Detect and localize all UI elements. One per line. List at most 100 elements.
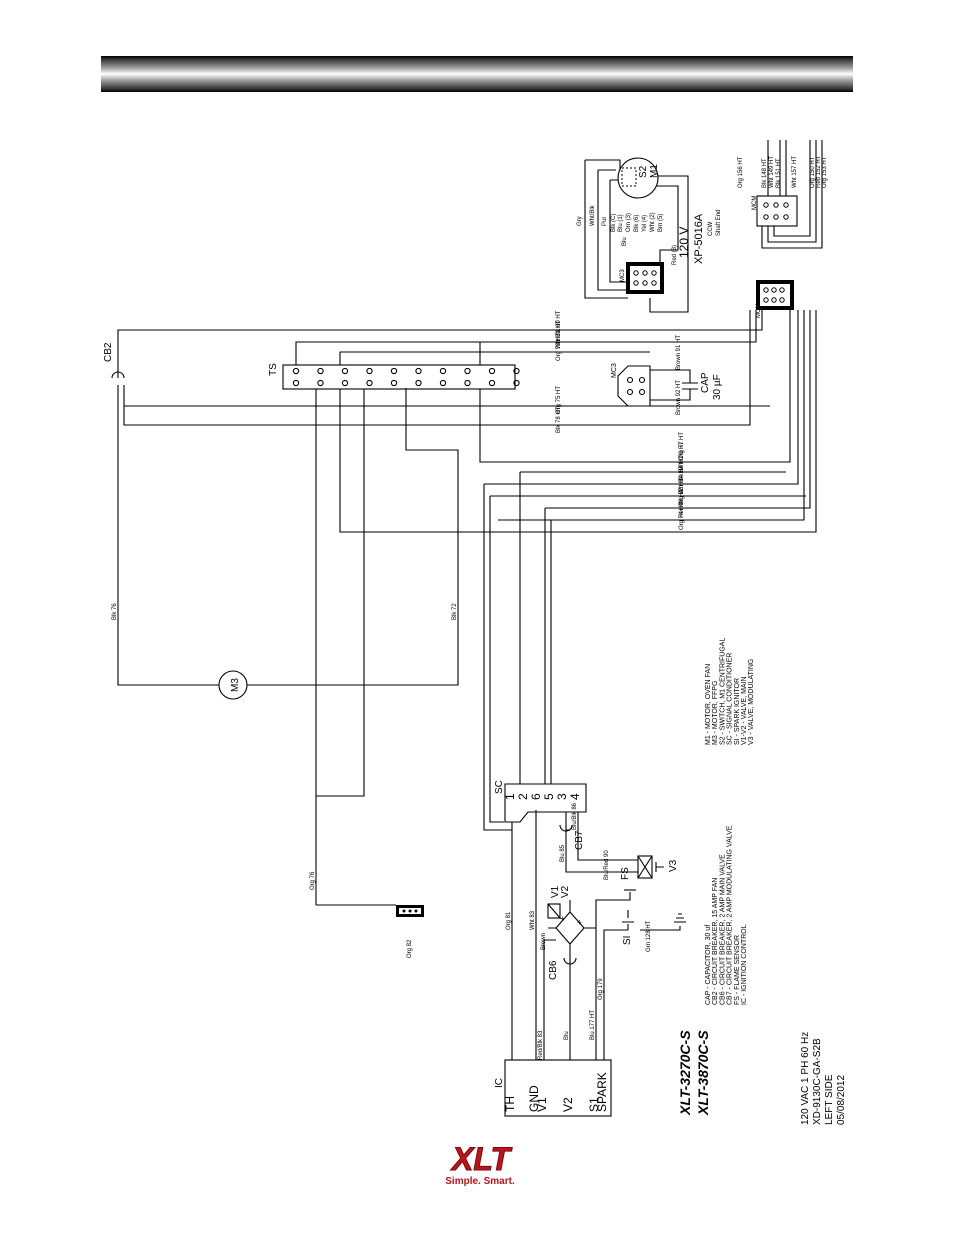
ground-symbol xyxy=(640,913,686,931)
ts-terminal xyxy=(317,367,324,375)
motor-m3-circle xyxy=(218,670,248,700)
label-org-74: Org 74 HT xyxy=(679,502,685,530)
model-line-2: XLT-3870C-S xyxy=(695,1030,711,1116)
label-org-82-plug: Org 82 xyxy=(407,939,413,958)
legend-item: SC - SIGNAL CONDITIONER xyxy=(727,653,734,745)
legend-item: CB6 - CIRCUIT BREAKER, 2 AMP MAIN VALVE xyxy=(719,854,726,1005)
sc-terminal-label: 5 xyxy=(542,793,556,800)
label-orn-3: Orn (3) xyxy=(626,213,632,232)
label-wht-70: Wht 70 HT xyxy=(679,441,685,470)
ts-terminal xyxy=(390,367,398,375)
label-blu-85: Blu 85 xyxy=(560,844,566,862)
label-org-179: Org 179 xyxy=(598,978,604,1000)
sc-terminal-label: 3 xyxy=(555,793,569,800)
ts-terminal xyxy=(292,379,300,387)
label-blured-90: Blu/Red 90 xyxy=(604,850,610,880)
ts-terminal xyxy=(464,367,471,375)
label-org-150: Org 150 HT xyxy=(810,156,816,188)
motor-wire-gry-run xyxy=(584,160,628,299)
spark-ignitor: SI Grn 128 HT xyxy=(622,910,686,952)
label-red-152: Red 152 HT xyxy=(816,155,822,188)
cap-label: CAP xyxy=(700,372,711,393)
ic-terminal-label: GND xyxy=(527,1085,541,1112)
label-blk-c: Blk (C) xyxy=(611,214,617,232)
label-org-73: Org 73 HT xyxy=(556,333,562,361)
svg-text:✕: ✕ xyxy=(575,919,583,927)
wire-sc-2 xyxy=(489,496,504,823)
terminal-strip-body xyxy=(282,364,516,390)
mcm-wire-b xyxy=(767,140,817,243)
motor-wire-gry xyxy=(585,159,621,170)
sc-terminal-label: 1 xyxy=(503,793,517,800)
wire-org-76 xyxy=(315,389,365,797)
ts-terminal xyxy=(488,367,496,375)
motor-m3: M3 xyxy=(218,670,248,700)
label-blk-148: Blk 148 HT xyxy=(762,158,768,188)
fs-label: FS xyxy=(620,867,631,880)
motor-s2-label: S2 xyxy=(638,165,649,178)
motor-shaft: Shaft End xyxy=(716,210,722,236)
motor-rotation: CCW xyxy=(708,221,714,236)
terminal-strip-label: TS xyxy=(268,363,279,376)
ic-body xyxy=(504,1059,612,1117)
motor-wire-whtblk xyxy=(597,169,628,291)
wire-redblk-83 xyxy=(543,939,556,1060)
label-org-153: Org 153 HT xyxy=(822,156,828,188)
flame-sensor: FS xyxy=(616,867,636,901)
label-brown: Brown xyxy=(541,933,547,950)
ts-terminal xyxy=(439,367,447,375)
valve-bridge: ✕ ✕ V1 V2 xyxy=(547,885,596,965)
ts-terminal xyxy=(366,367,373,375)
wire-org-82 xyxy=(545,310,811,509)
ts-terminal xyxy=(366,379,373,387)
ts-terminal xyxy=(390,379,398,387)
motor-m1-label: M1 xyxy=(649,164,660,178)
sc-terminal-label: 4 xyxy=(568,793,582,800)
header-bar xyxy=(101,56,853,92)
wire-org-77 xyxy=(479,310,791,463)
motor-part: XP-5016A xyxy=(693,213,705,264)
mc3-upper-label: MC3 xyxy=(620,269,626,282)
mcm-left-label: MCM xyxy=(756,304,762,318)
sc-terminal-label: 6 xyxy=(529,793,543,800)
ts-terminal xyxy=(513,379,520,387)
label-org-77: Org 77 HT xyxy=(679,432,685,460)
plug-mcm-left: MCM xyxy=(756,280,794,318)
info-line: LEFT SIDE xyxy=(824,1074,835,1125)
motor-wire-brn xyxy=(649,175,689,313)
si-label: SI xyxy=(622,936,633,945)
ic-label: IC xyxy=(494,1078,505,1088)
motor-m1: S2 M1 xyxy=(617,157,660,199)
wire-org-74 xyxy=(339,310,817,533)
label-wht-71: Wht 71 HT xyxy=(556,320,562,349)
ts-terminal xyxy=(317,379,324,387)
ts-terminal xyxy=(415,367,422,375)
ts-terminal xyxy=(292,367,300,375)
mc3-label: MC3 xyxy=(611,363,618,378)
sc-terminal-label: 2 xyxy=(516,793,530,800)
label-org-75: Org 75 HT xyxy=(556,386,562,414)
label-blu: Blu xyxy=(622,237,628,246)
cb7-label: CB7 xyxy=(574,830,585,850)
ic-terminal-label: S1 xyxy=(587,1097,601,1112)
label-blk-151: Blk 151 HT xyxy=(776,158,782,188)
wire-blk-80 xyxy=(117,310,763,378)
ic-terminal-label: TH xyxy=(503,1096,517,1112)
wire-brown-92 xyxy=(650,389,691,401)
wire-sc-1 xyxy=(483,484,513,831)
ts-terminal xyxy=(415,379,422,387)
wire-blk-76-loop xyxy=(117,385,459,686)
wire-wht-71 xyxy=(295,310,757,365)
plug-org-82: Org 82 xyxy=(316,904,424,958)
info-line: 120 VAC 1 PH 60 Hz xyxy=(800,1032,811,1125)
fs-lead xyxy=(616,892,631,901)
label-blu-wire: Blu xyxy=(564,1031,570,1040)
ts-terminal xyxy=(439,379,447,387)
label-wht-2: Wht (2) xyxy=(650,212,656,232)
legend-item: S2 - SWITCH, M1 CENTRIFUGAL xyxy=(719,638,726,745)
plug-mcm-right: MCM xyxy=(752,195,798,227)
label-org-76: Org 76 xyxy=(310,871,316,890)
